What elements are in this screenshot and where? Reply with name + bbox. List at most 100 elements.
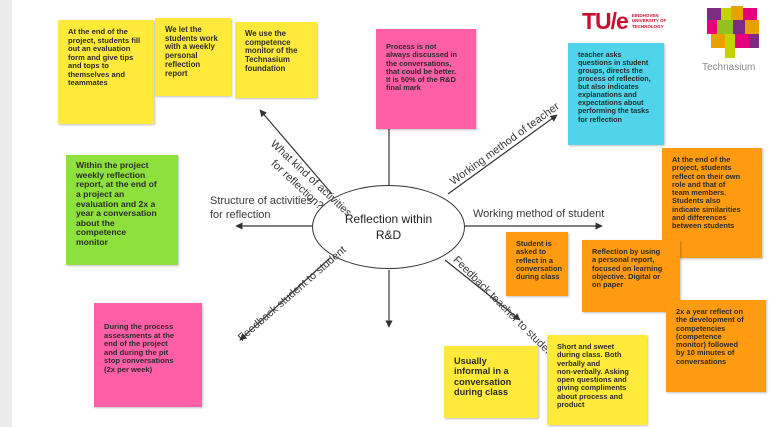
note-line: with a weekly (165, 42, 215, 52)
note-line: process of reflection, (578, 74, 651, 84)
note-line: Usually (454, 356, 487, 366)
note-line: expectations about (578, 98, 644, 108)
tue-wordmark: TU/e (582, 7, 629, 34)
note-line: questions in student (578, 58, 649, 68)
arrow-upper-right (447, 114, 558, 195)
note-line: Technasium (245, 55, 290, 65)
note-line: non-verbally. Asking (557, 366, 629, 376)
note-line: evaluation and 2x a (76, 198, 156, 209)
note-line: always discussed in (386, 50, 458, 60)
note-line: a project an (76, 188, 125, 199)
note-line: monitor (76, 237, 108, 247)
note-line: end of the project (104, 339, 168, 348)
note-line: and during the pit (104, 347, 169, 357)
note-line: We let the (165, 25, 202, 34)
note-line: competence (76, 227, 127, 238)
note-line: giving compliments (557, 383, 627, 393)
note-line: explanations and (578, 90, 637, 100)
note-line: the development of (676, 315, 744, 325)
note-line: It is 50% of the R&D (386, 75, 456, 85)
note-line: and differences (672, 212, 727, 222)
note-line: 2x a year reflect on (676, 307, 743, 316)
note-line: for reflection (578, 114, 622, 124)
note-line: product (557, 399, 585, 409)
center-line-2: R&D (375, 228, 402, 242)
note-line: students work (165, 33, 218, 43)
note-line: team members. (672, 188, 727, 198)
note-line: during class. Both (557, 350, 622, 360)
note-line: conversations (676, 356, 727, 366)
note-line: year a conversation (76, 208, 157, 219)
note-line: by 10 minutes of (676, 348, 735, 358)
branch-structure-line-2: for reflection (210, 209, 271, 222)
note-line: monitor of the (245, 46, 298, 56)
note-line: verbally and (557, 358, 601, 368)
tue-subtitle-line-2: UNIVERSITY OF (631, 18, 667, 24)
center-topic: Reflection within R&D (312, 185, 465, 269)
note-line: Reflection by using (592, 247, 661, 256)
note-line: on paper (592, 280, 624, 290)
note-line: between students (672, 221, 735, 231)
note-line: stop conversations (104, 356, 174, 365)
note-line: Process is not (386, 42, 437, 51)
note-line: (2x per week) (104, 364, 153, 374)
branch-arrows (235, 103, 603, 341)
note-line: reflection (165, 59, 201, 69)
note-line: open questions and (557, 375, 627, 385)
note-line: project, students fill (68, 35, 141, 45)
note-line: At the end of the (68, 27, 128, 36)
arrow-upper-left (259, 109, 333, 195)
branch-structure-line-1: Structure of activities (210, 195, 313, 207)
note-line: report, at the end of (76, 179, 157, 190)
note-line: role and that of (672, 179, 726, 189)
note-line: a personal report, (592, 255, 655, 265)
tue-subtitle-line-1: EINDHOVEN (631, 13, 659, 19)
tue-subtitle-line-3: TECHNOLOGY (631, 23, 664, 29)
branch-label-structure: Structure of activities for reflection (210, 194, 312, 223)
note-line: monitor) followed (676, 340, 738, 350)
note-line: out an evaluation (68, 44, 131, 53)
note-line: Students also (672, 196, 721, 206)
note-line: final mark (386, 83, 421, 93)
note-line: objective. Digital or (592, 271, 661, 281)
note-line: but also indicates (578, 82, 639, 92)
note-line: conversation (516, 263, 563, 273)
note-line: competence (245, 37, 291, 47)
note-line: competencies (676, 323, 726, 333)
technasium-logo-icon (707, 6, 759, 58)
note-line: the conversations, (386, 58, 452, 68)
note-line: groups, directs the (578, 66, 643, 76)
note-line: asked to (516, 247, 546, 257)
arrow-lower-left (239, 257, 331, 341)
note-line: themselves and (68, 69, 125, 79)
branch-label-student-method: Working method of student (473, 208, 605, 220)
mind-map-canvas: Reflection within R&D What kind of activ… (12, 0, 773, 427)
center-line-1: Reflection within (344, 211, 433, 226)
note-line: personal (165, 51, 198, 61)
note-line: teacher asks (578, 50, 622, 59)
note-line: foundation (245, 63, 286, 73)
note-line: weekly reflection (76, 169, 146, 180)
note-line: We use the (245, 29, 287, 38)
note-line: During the process (104, 322, 174, 331)
note-line: indicate similarities (672, 204, 741, 214)
note-line: and tops to (68, 61, 109, 70)
note-line: focused on learning (592, 263, 663, 273)
note-line: informal in a (454, 366, 509, 377)
note-line: during class (454, 386, 509, 397)
note-line: about the (76, 217, 115, 228)
note-line: conversation (454, 376, 512, 387)
note-line: during class (516, 272, 560, 282)
note-line: Student is (516, 239, 552, 248)
tue-logo: TU/e EINDHOVEN UNIVERSITY OF TECHNOLOGY (582, 6, 700, 36)
note-line: project, students (672, 163, 732, 173)
